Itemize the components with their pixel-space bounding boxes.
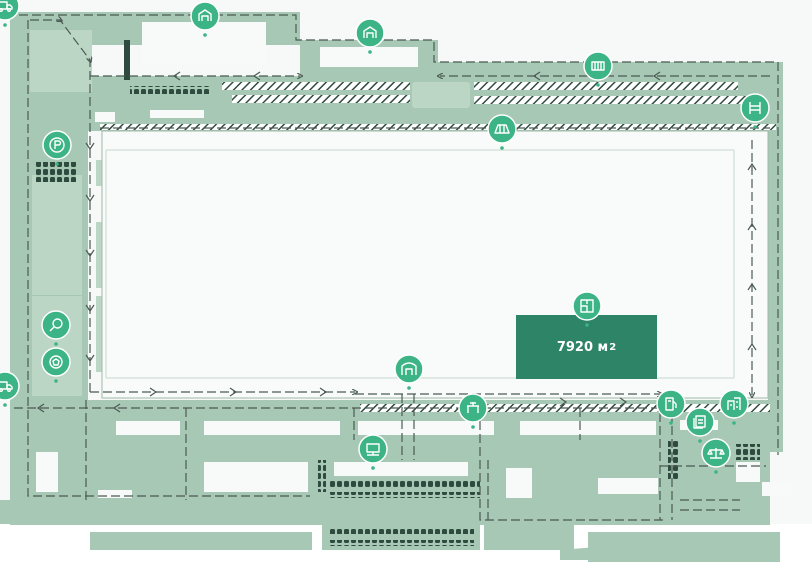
search-icon <box>49 318 63 332</box>
marker-canteen[interactable] <box>358 434 388 470</box>
truck-icon <box>0 381 13 392</box>
marker-truck-left[interactable] <box>0 371 20 407</box>
marker-search[interactable] <box>41 310 71 346</box>
parking-rows <box>36 40 760 546</box>
marker-container[interactable] <box>583 51 613 87</box>
scales-icon <box>707 448 725 459</box>
marker-warehouse-top-1[interactable] <box>190 1 220 37</box>
marker-weighing[interactable] <box>701 438 731 474</box>
route-arrows <box>36 71 757 413</box>
parking-icon <box>49 137 65 153</box>
marker-office[interactable] <box>719 389 749 425</box>
marker-corner-top-left[interactable] <box>0 0 20 27</box>
warehouse-icon <box>363 26 377 38</box>
gate-icon <box>401 362 417 375</box>
canteen-icon <box>366 443 380 456</box>
cafe-icon <box>467 402 479 413</box>
marker-cafe[interactable] <box>458 393 488 429</box>
floor-plan-icon <box>580 299 594 313</box>
marker-warehouse-top-2[interactable] <box>355 18 385 54</box>
shelving-icon <box>749 102 761 114</box>
loading-ramp-icon <box>494 124 510 134</box>
map-markers <box>0 0 770 474</box>
ball-icon <box>49 355 63 369</box>
marker-sport-ball[interactable] <box>41 347 71 383</box>
documents-icon <box>693 415 706 429</box>
office-icon <box>727 397 741 410</box>
marker-loading-ramp[interactable] <box>487 114 517 150</box>
marker-parking[interactable] <box>42 130 72 166</box>
marker-gate[interactable] <box>394 354 424 390</box>
marker-fuel[interactable] <box>656 389 686 425</box>
marker-floor-plan[interactable] <box>572 291 602 327</box>
truck-icon <box>0 1 13 12</box>
marker-shelving[interactable] <box>740 93 770 129</box>
traffic-routes <box>6 14 779 521</box>
fuel-pump-icon <box>665 397 677 411</box>
container-icon <box>591 61 605 71</box>
marker-documents[interactable] <box>685 407 715 443</box>
warehouse-icon <box>198 9 212 21</box>
